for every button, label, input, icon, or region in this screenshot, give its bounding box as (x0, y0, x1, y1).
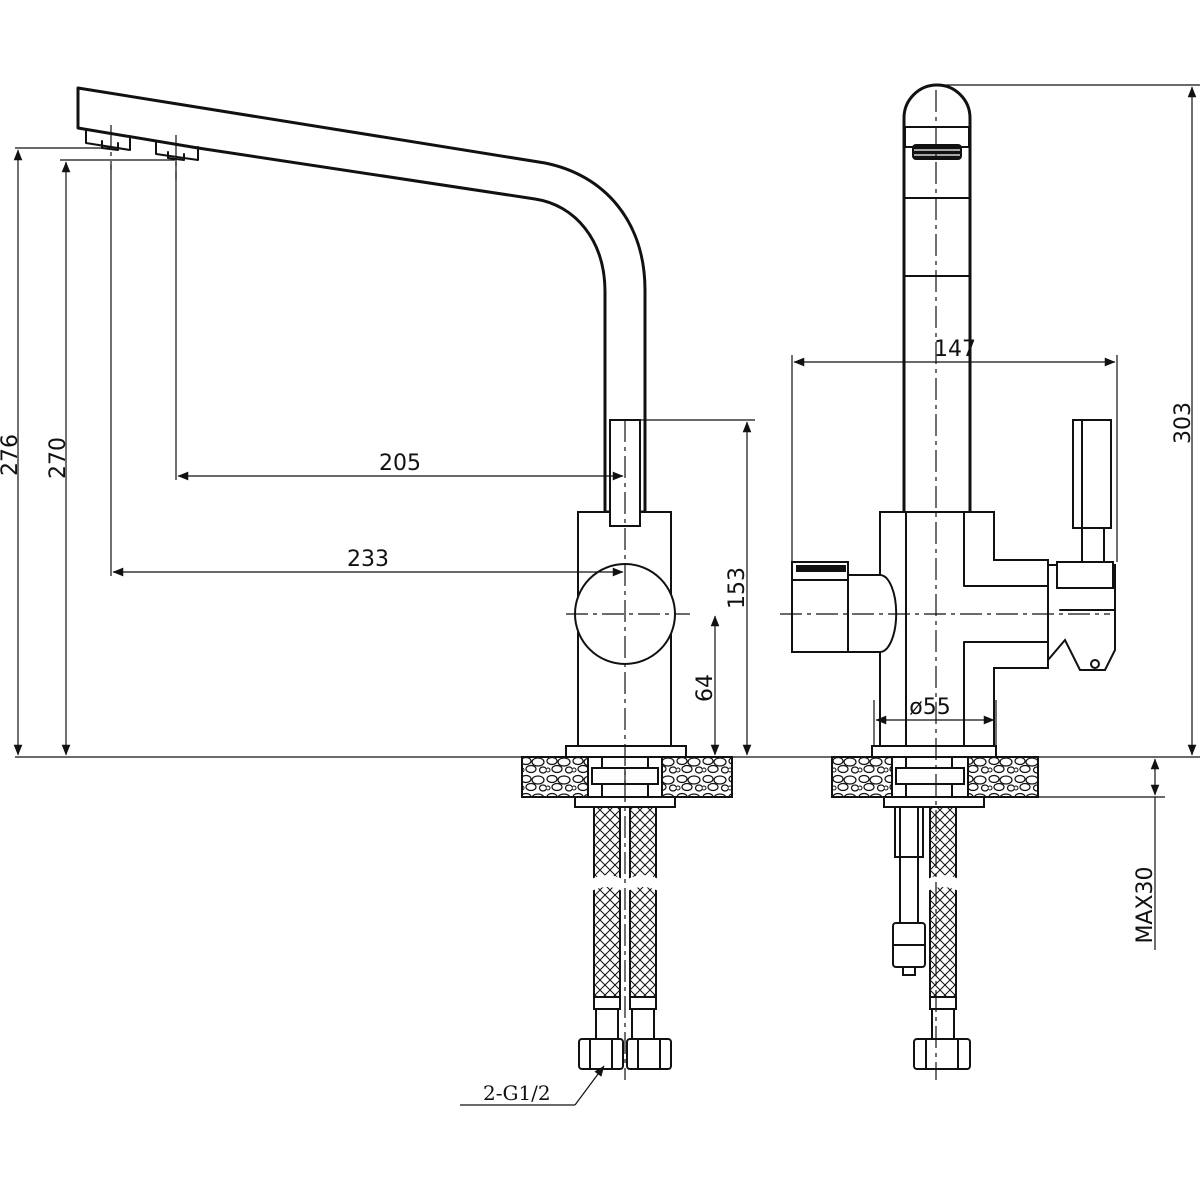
right-lever (1072, 419, 1112, 529)
front-view-dimensions: 147 303 ø55 MAX30 (791, 84, 1200, 950)
faucet-base (565, 745, 687, 758)
dim-max30: MAX30 (1133, 866, 1158, 943)
front-view (780, 83, 1116, 1080)
hose-nut-left-1 (578, 1038, 624, 1070)
side-view (76, 86, 733, 1080)
dim-205: 205 (379, 451, 421, 476)
dim-64: 64 (693, 674, 718, 702)
dim-153: 153 (725, 567, 750, 609)
hose-nut-left-2 (626, 1038, 672, 1070)
supply-hoses-right (892, 806, 971, 1070)
dim-270: 270 (46, 437, 71, 479)
supply-hoses-left (578, 806, 672, 1070)
spout-outline (76, 86, 647, 514)
spout-outlet-left (85, 129, 131, 151)
right-lever-hub (1047, 564, 1116, 671)
mounting-washer-right (883, 796, 985, 808)
dim-276: 276 (0, 434, 23, 476)
dim-o55: ø55 (909, 695, 950, 720)
spout-outlet-right (155, 140, 199, 161)
left-handle (791, 561, 849, 653)
dim-147: 147 (934, 337, 976, 362)
hose-nut-right (913, 1038, 971, 1070)
dim-233: 233 (347, 547, 389, 572)
side-view-dimensions: 276 270 205 233 153 64 2-G1/2 (0, 147, 755, 1106)
right-lever-stem (1081, 527, 1105, 563)
spout-column (902, 83, 972, 514)
front-base (871, 745, 997, 758)
thread-note: 2-G1/2 (483, 1081, 551, 1105)
dim-303: 303 (1171, 402, 1196, 444)
